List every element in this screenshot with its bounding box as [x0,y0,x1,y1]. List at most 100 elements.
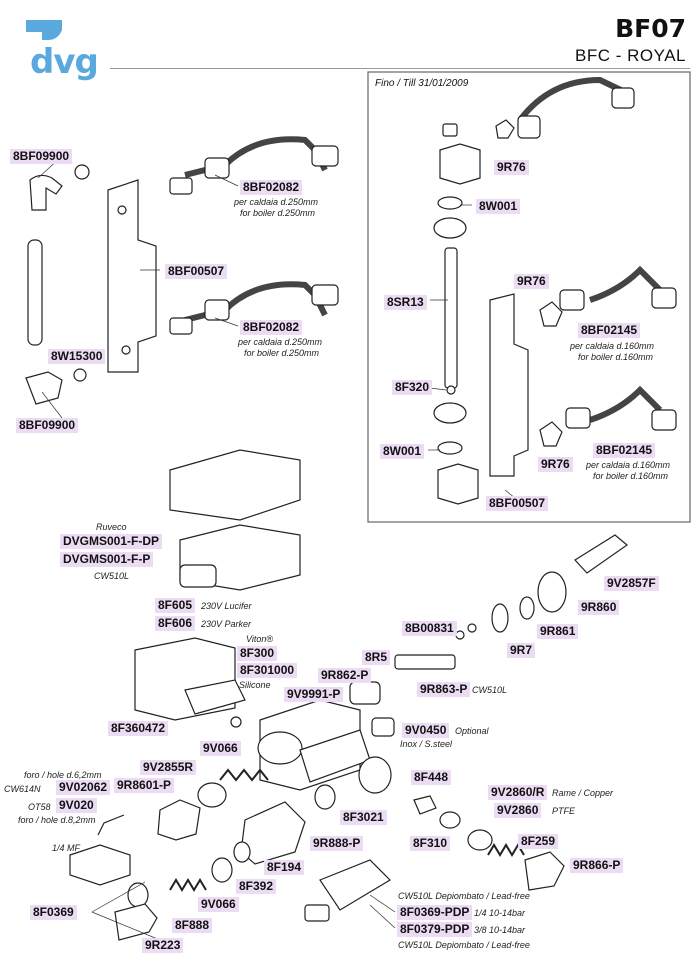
part-note: for boiler d.160mm [593,471,669,481]
part-label[interactable]: 9R76 [514,274,549,289]
part-note: for boiler d.250mm [244,348,320,358]
part-note: 1/4 10-14bar [474,908,526,918]
part-note: 230V Parker [201,619,252,629]
part-label[interactable]: 8BF00507 [486,496,549,511]
part-label[interactable]: 8B00831 [402,621,457,636]
part-label[interactable]: 9R7 [507,643,536,658]
part-label[interactable]: 8F301000 [237,663,298,678]
part-note: Viton® [246,634,273,644]
part-label[interactable]: 8BF02082 [240,180,303,195]
part-note: Ruveco [96,522,127,532]
part-label[interactable]: 8BF00507 [165,264,228,279]
elbow-top-shape [29,174,63,211]
part-label[interactable]: 8BF09900 [10,149,73,164]
brand-logo-text: dvg [30,42,99,82]
inset-frame [367,71,691,523]
part-label[interactable]: 8F360472 [108,721,169,736]
part-note: Silicone [239,680,271,690]
part-label[interactable]: 8SR13 [384,295,427,310]
part-label[interactable]: 9R861 [537,624,579,639]
part-note: 1/4 MF [52,843,81,853]
part-label[interactable]: 8BF09900 [16,418,79,433]
part-label[interactable]: 8W001 [380,444,425,459]
part-note: CW614N [4,784,41,794]
part-note: per caldaia d.250mm [234,197,319,207]
part-label[interactable]: 9R888-P [310,836,364,851]
page-model: BFC - ROYAL [575,46,686,65]
part-note: Optional [455,726,489,736]
part-label[interactable]: 8F3021 [340,810,387,825]
part-label[interactable]: 8BF02082 [240,320,303,335]
part-label[interactable]: 8W001 [476,199,521,214]
part-note: Rame / Copper [552,788,614,798]
part-note: for boiler d.160mm [578,352,654,362]
part-label[interactable]: 8F310 [410,836,451,851]
part-note: CW510L Depiombato / Lead-free [398,891,530,901]
part-note: CW510L Depiombato / Lead-free [398,940,530,950]
solenoid-coil-shape [134,637,236,721]
part-label[interactable]: 8F300 [237,646,278,661]
ball-valve-shape [69,844,131,886]
part-label[interactable]: 8F0369-PDP [397,905,473,920]
expansion-valve-shape [319,859,391,911]
part-label[interactable]: 8BF02145 [578,323,641,338]
part-note: per caldaia d.250mm [238,337,323,347]
part-label[interactable]: 9V2860/R [488,785,548,800]
washer-bottom-shape [73,368,87,382]
part-label[interactable]: 8F194 [264,860,305,875]
part-note: foro / hole d.8,2mm [18,815,96,825]
part-label[interactable]: 8F605 [155,598,196,613]
part-label[interactable]: 9R76 [538,457,573,472]
part-label[interactable]: 9R863-P [417,682,471,697]
part-label[interactable]: 8F888 [172,918,213,933]
part-label[interactable]: 8W15300 [48,349,106,364]
part-label[interactable]: 8F320 [392,380,433,395]
part-note: foro / hole d.6,2mm [24,770,102,780]
part-label[interactable]: 8F0379-PDP [397,922,473,937]
part-label[interactable]: 9V02062 [56,780,111,795]
part-note: per caldaia d.160mm [586,460,671,470]
part-label[interactable]: 9V066 [200,741,241,756]
part-note: OT58 [28,802,51,812]
part-label[interactable]: 9V2860 [494,803,542,818]
part-label[interactable]: 8BF02145 [593,443,656,458]
part-label[interactable]: 9V9991-P [284,687,344,702]
part-label[interactable]: 9R862-P [318,668,372,683]
page-code: BF07 [615,14,686,43]
part-note: Inox / S.steel [400,739,453,749]
part-label[interactable]: 8R5 [362,650,391,665]
part-label[interactable]: 9V066 [198,897,239,912]
part-label[interactable]: 9R8601-P [114,778,175,793]
sr13-rod-shape [444,247,458,389]
part-label[interactable]: 8F448 [411,770,452,785]
inset-tee-top [439,143,481,185]
part-label[interactable]: 9R866-P [570,858,624,873]
part-label[interactable]: 9V0450 [402,723,450,738]
part-note: CW510L [94,571,130,581]
part-note: CW510L [472,685,508,695]
inset-caption: Fino / Till 31/01/2009 [375,78,469,89]
stem-shape [394,654,456,670]
part-label[interactable]: 8F0369 [30,905,77,920]
part-label[interactable]: 9R860 [578,600,620,615]
part-note: 230V Lucifer [201,601,252,611]
part-label[interactable]: 8F259 [518,834,559,849]
part-note: 3/8 10-14bar [474,925,526,935]
part-label[interactable]: 9R223 [142,938,184,953]
part-label[interactable]: 9R76 [494,160,529,175]
part-label[interactable]: 9V2857F [604,576,659,591]
part-note: per caldaia d.160mm [570,341,655,351]
elbow-bottom-shape [25,371,63,405]
part-label[interactable]: 8F606 [155,616,196,631]
dvg-logo [26,20,62,40]
part-label[interactable]: DVGMS001-F-DP [60,534,163,549]
part-label[interactable]: 8F392 [236,879,277,894]
part-label[interactable]: 9V2855R [140,760,197,775]
header-divider [110,68,690,69]
part-label[interactable]: DVGMS001-F-P [60,552,154,567]
washer-top-shape [74,164,90,180]
part-label[interactable]: 9V020 [56,798,97,813]
bracket-right-shape [489,293,529,477]
